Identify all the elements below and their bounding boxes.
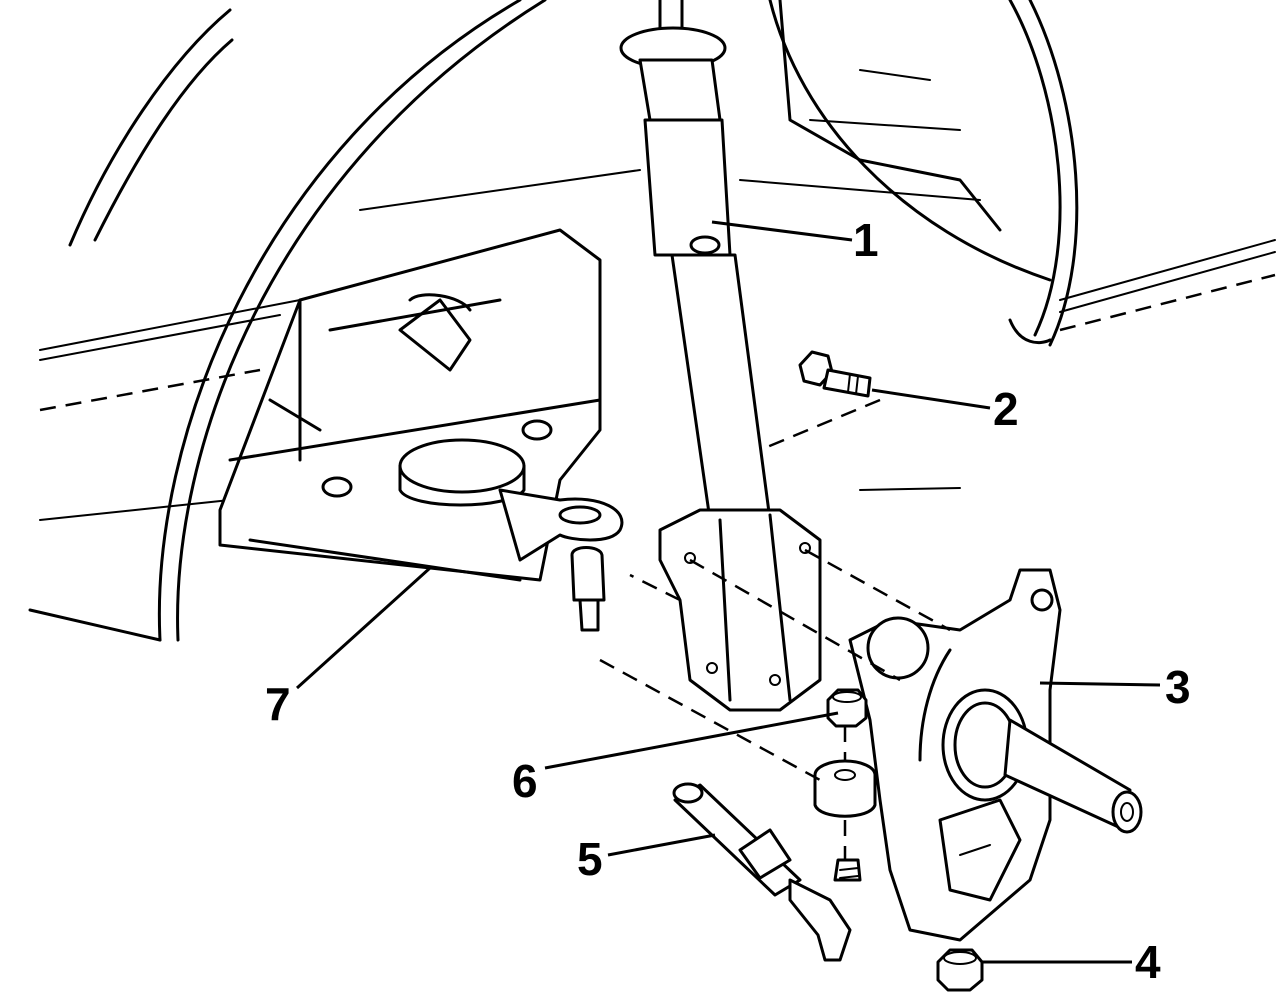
vehicle-body-outline — [28, 0, 1276, 642]
rubber-bushing — [813, 759, 877, 818]
nut — [826, 688, 868, 728]
steering-knuckle — [848, 568, 1143, 942]
callout-7: 7 — [265, 678, 291, 730]
nut — [936, 948, 984, 992]
callout-5: 5 — [577, 833, 603, 885]
tie-rod-end — [672, 782, 862, 962]
bolt — [798, 350, 872, 398]
callout-4: 4 — [1135, 936, 1161, 988]
callout-labels: 1 2 3 4 5 6 7 — [265, 214, 1191, 988]
callout-3: 3 — [1165, 661, 1191, 713]
callout-6: 6 — [512, 755, 538, 807]
callout-2: 2 — [993, 383, 1019, 435]
callout-1: 1 — [853, 214, 879, 266]
shock-absorber — [619, 0, 822, 712]
leader-lines — [295, 220, 1161, 964]
assembly-guide-lines — [599, 398, 951, 860]
lower-control-arm — [218, 228, 624, 632]
